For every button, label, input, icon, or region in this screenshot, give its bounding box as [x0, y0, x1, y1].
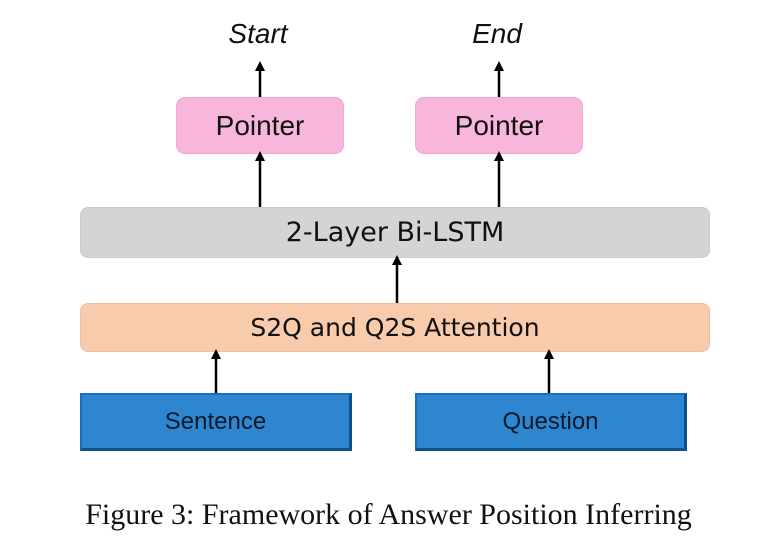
figure-caption: Figure 3: Framework of Answer Position I…	[85, 498, 692, 531]
answer-position-diagram: Start End Pointer Pointer 2-Layer Bi-LST…	[80, 18, 710, 451]
question-input-box: Question	[415, 393, 687, 451]
attention-layer-label: S2Q and Q2S Attention	[250, 313, 540, 342]
bilstm-layer-label: 2-Layer Bi-LSTM	[285, 217, 505, 248]
attention-layer-box: S2Q and Q2S Attention	[80, 303, 710, 352]
end-pointer-box: Pointer	[415, 97, 583, 154]
start-pointer-box: Pointer	[176, 97, 344, 154]
sentence-input-label: Sentence	[164, 407, 267, 435]
end-output-label: End	[472, 18, 522, 49]
start-pointer-label: Pointer	[215, 109, 305, 141]
end-pointer-label: Pointer	[454, 109, 544, 141]
question-input-label: Question	[502, 407, 599, 435]
arrows-layer	[211, 61, 554, 393]
sentence-input-box: Sentence	[80, 393, 352, 451]
start-output-label: Start	[228, 18, 288, 49]
